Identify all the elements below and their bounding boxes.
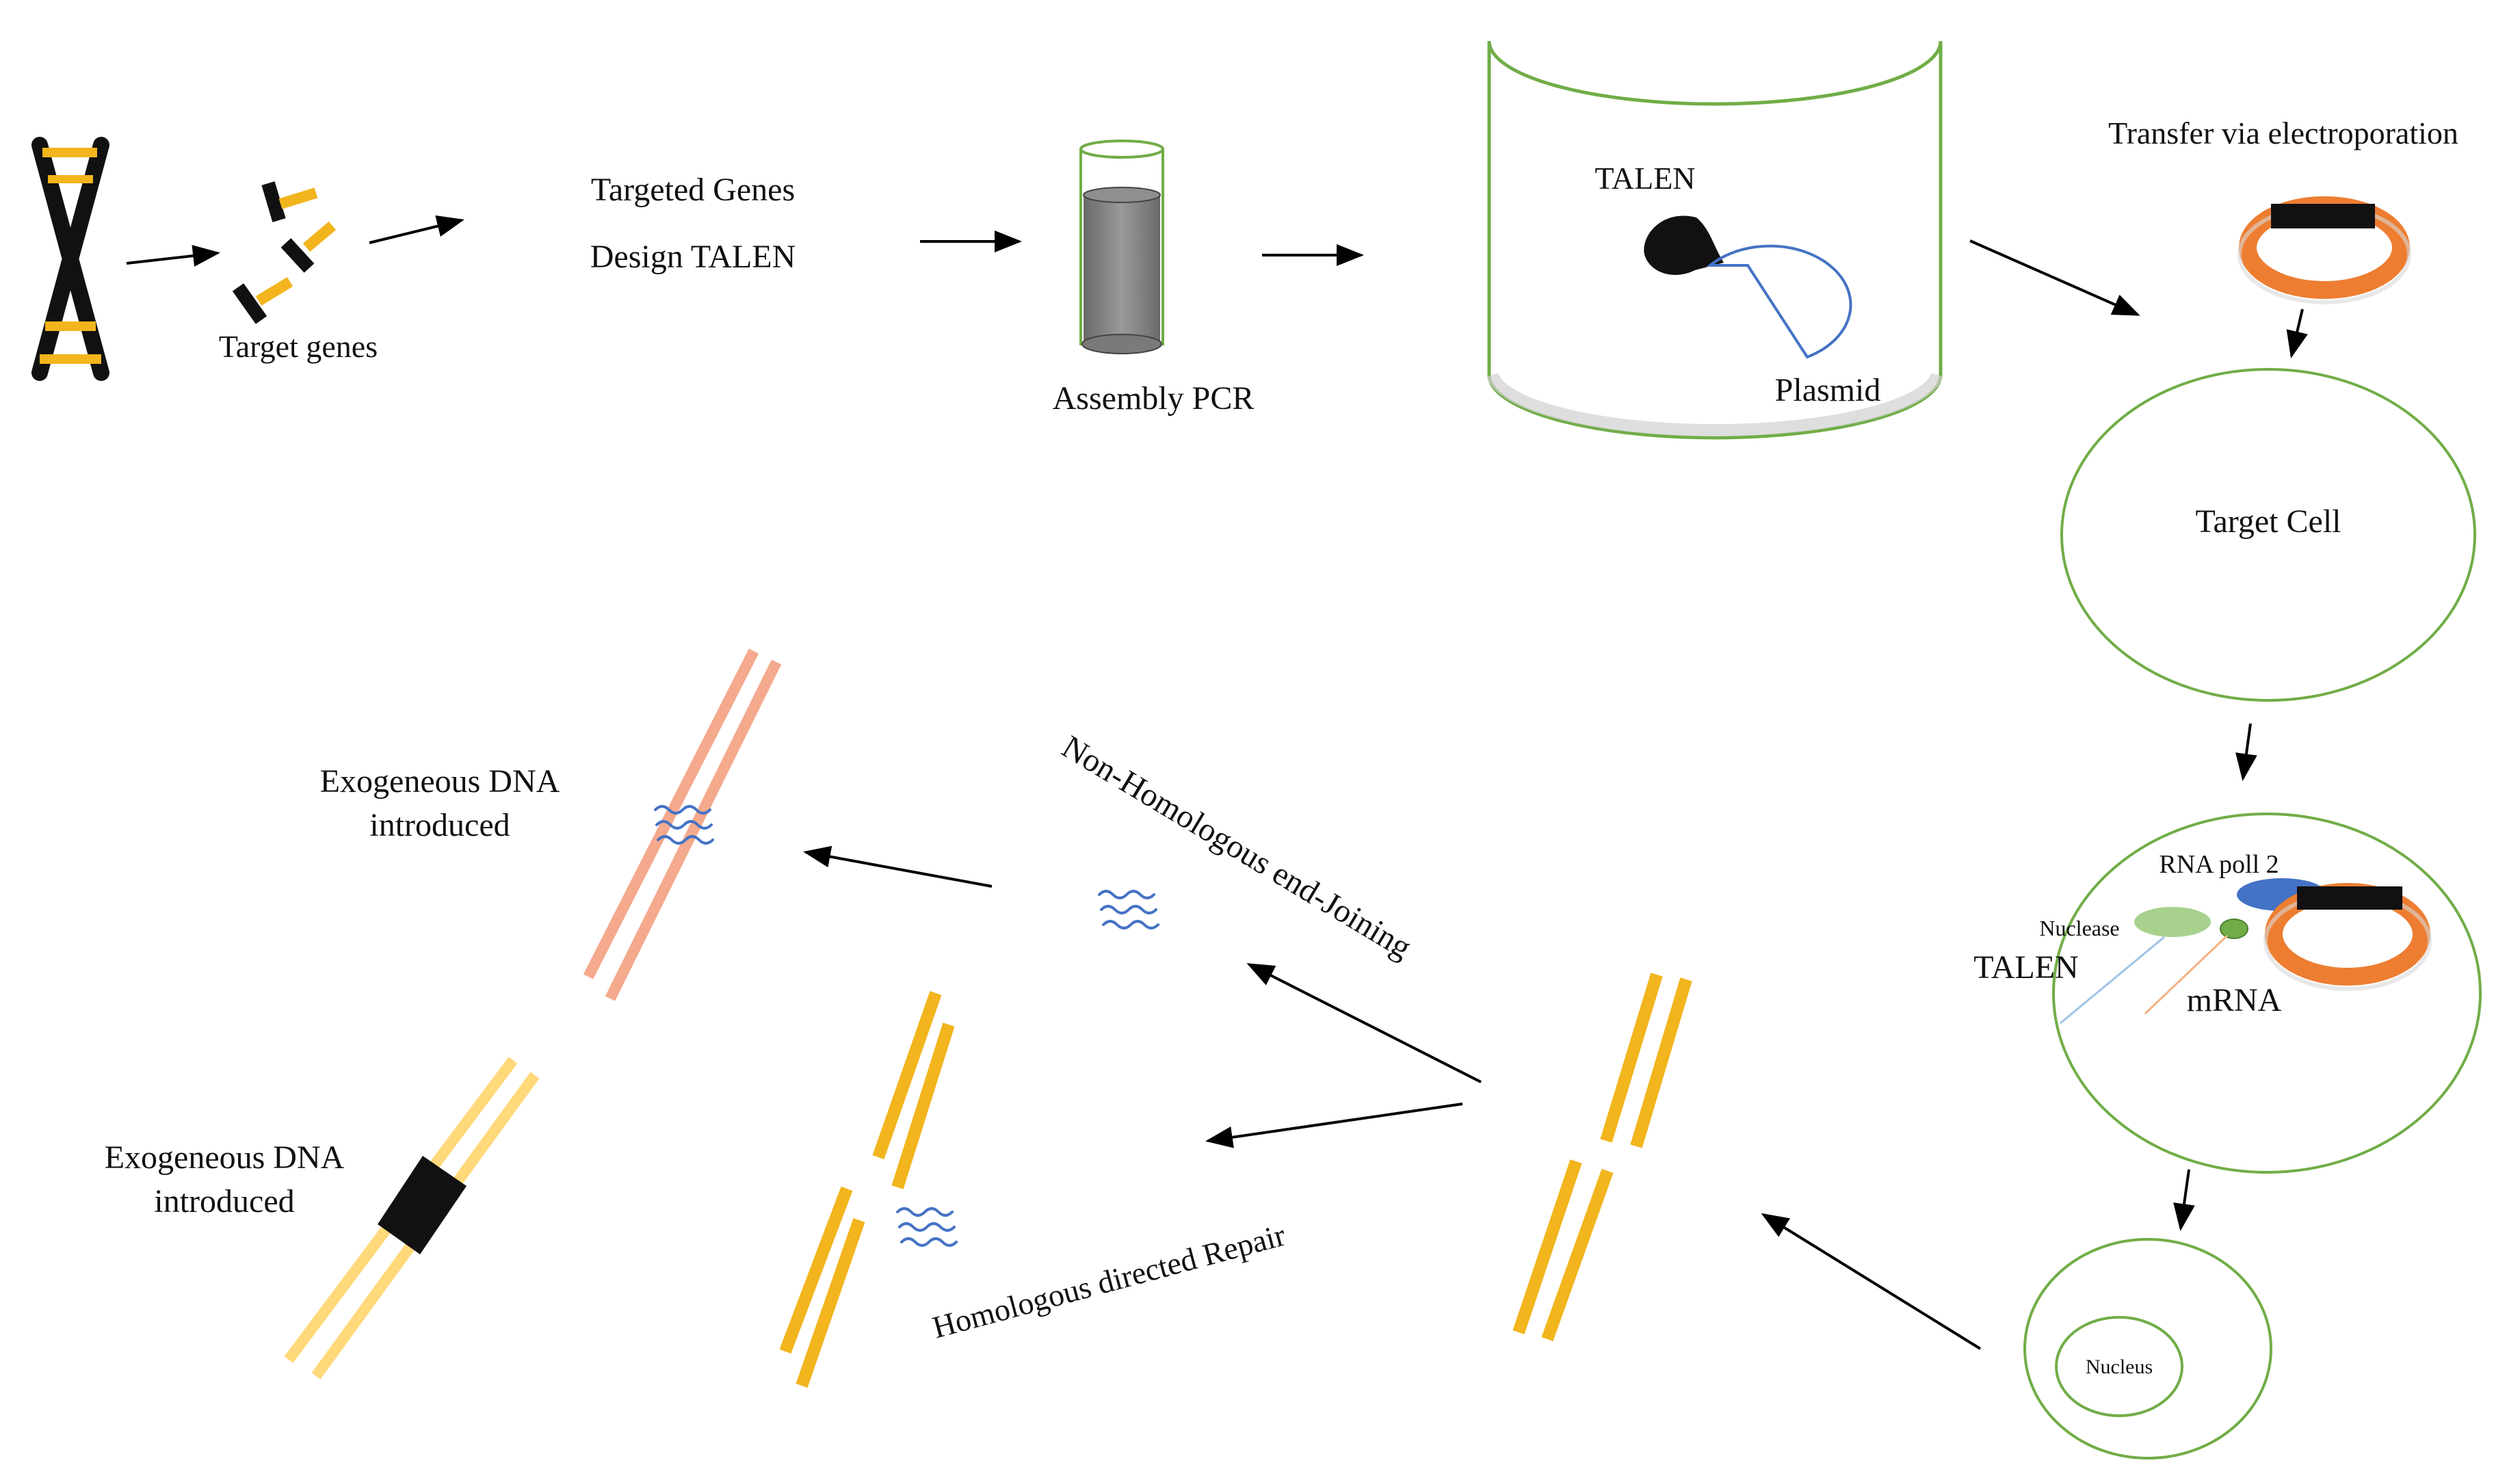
talen-mrna-strand-icon [2060,936,2165,1025]
arrow [126,245,220,267]
mrna-strand-icon [2144,934,2229,1015]
nuclease-icon [2134,907,2211,937]
ribosome-icon [2220,919,2248,939]
gene-fragment-icon [280,221,337,273]
transfer-label: Transfer via electroporation [2108,116,2458,150]
exo-dna-top-label-line1: Exogeneous DNA [320,763,560,800]
hdr-result-chromosome-icon [284,1057,540,1380]
target-cell-icon [2060,368,2476,702]
gene-fragment-icon [261,181,318,222]
talen-protein-icon [1644,215,1724,275]
arrow [1969,239,2140,316]
nucleus-icon [2055,1316,2183,1417]
arrow [1246,963,1482,1083]
exo-dna-top-label-line2: introduced [369,807,510,843]
mrna-label: mRNA [2187,982,2282,1018]
target-genes-label: Target genes [219,329,378,364]
dna-fragment-icon [896,1207,958,1247]
hdr-chromosome-icon [779,991,955,1388]
exo-dna-bottom-label-line1: Exogeneous DNA [105,1139,345,1176]
ligation-vessel-icon [1486,40,1943,440]
nucleus-label: Nucleus [2086,1356,2153,1378]
rna-poll-label: RNA poll 2 [2159,850,2279,879]
gene-fragment-icon [232,277,293,324]
open-plasmid-icon [1706,244,1852,359]
arrow [1761,1213,1982,1350]
nhej-result-chromosome-icon [583,648,782,1001]
plasmid-label: Plasmid [1775,372,1881,408]
arrow [1205,1103,1463,1148]
cleaved-chromosome-icon [1512,973,1692,1342]
nhej-label: Non-Homologous end-Joining [1055,728,1417,966]
talen-vessel-label: TALEN [1594,161,1695,196]
exo-dna-bottom-label-line2: introduced [154,1183,294,1219]
dna-fragment-icon [1098,890,1159,929]
plasmid-ring-icon [2263,883,2432,991]
pcr-tube-icon [1079,140,1164,354]
talen-cell-label: TALEN [1973,949,2078,986]
arrow [803,845,993,888]
arrow [2286,308,2308,358]
target-cell-label: Target Cell [2195,503,2341,540]
arrow [369,215,464,244]
hdr-label: Homologous directed Repair [929,1217,1289,1345]
chromosome-icon [31,137,109,381]
arrow [2173,1169,2195,1231]
assembly-pcr-label: Assembly PCR [1053,380,1255,417]
targeted-genes-label: Targeted Genes [591,172,795,208]
arrow [2235,723,2257,781]
plasmid-ring-icon [2237,196,2411,304]
nuclease-label: Nuclease [2039,916,2119,940]
design-talen-label: Design TALEN [590,239,796,275]
